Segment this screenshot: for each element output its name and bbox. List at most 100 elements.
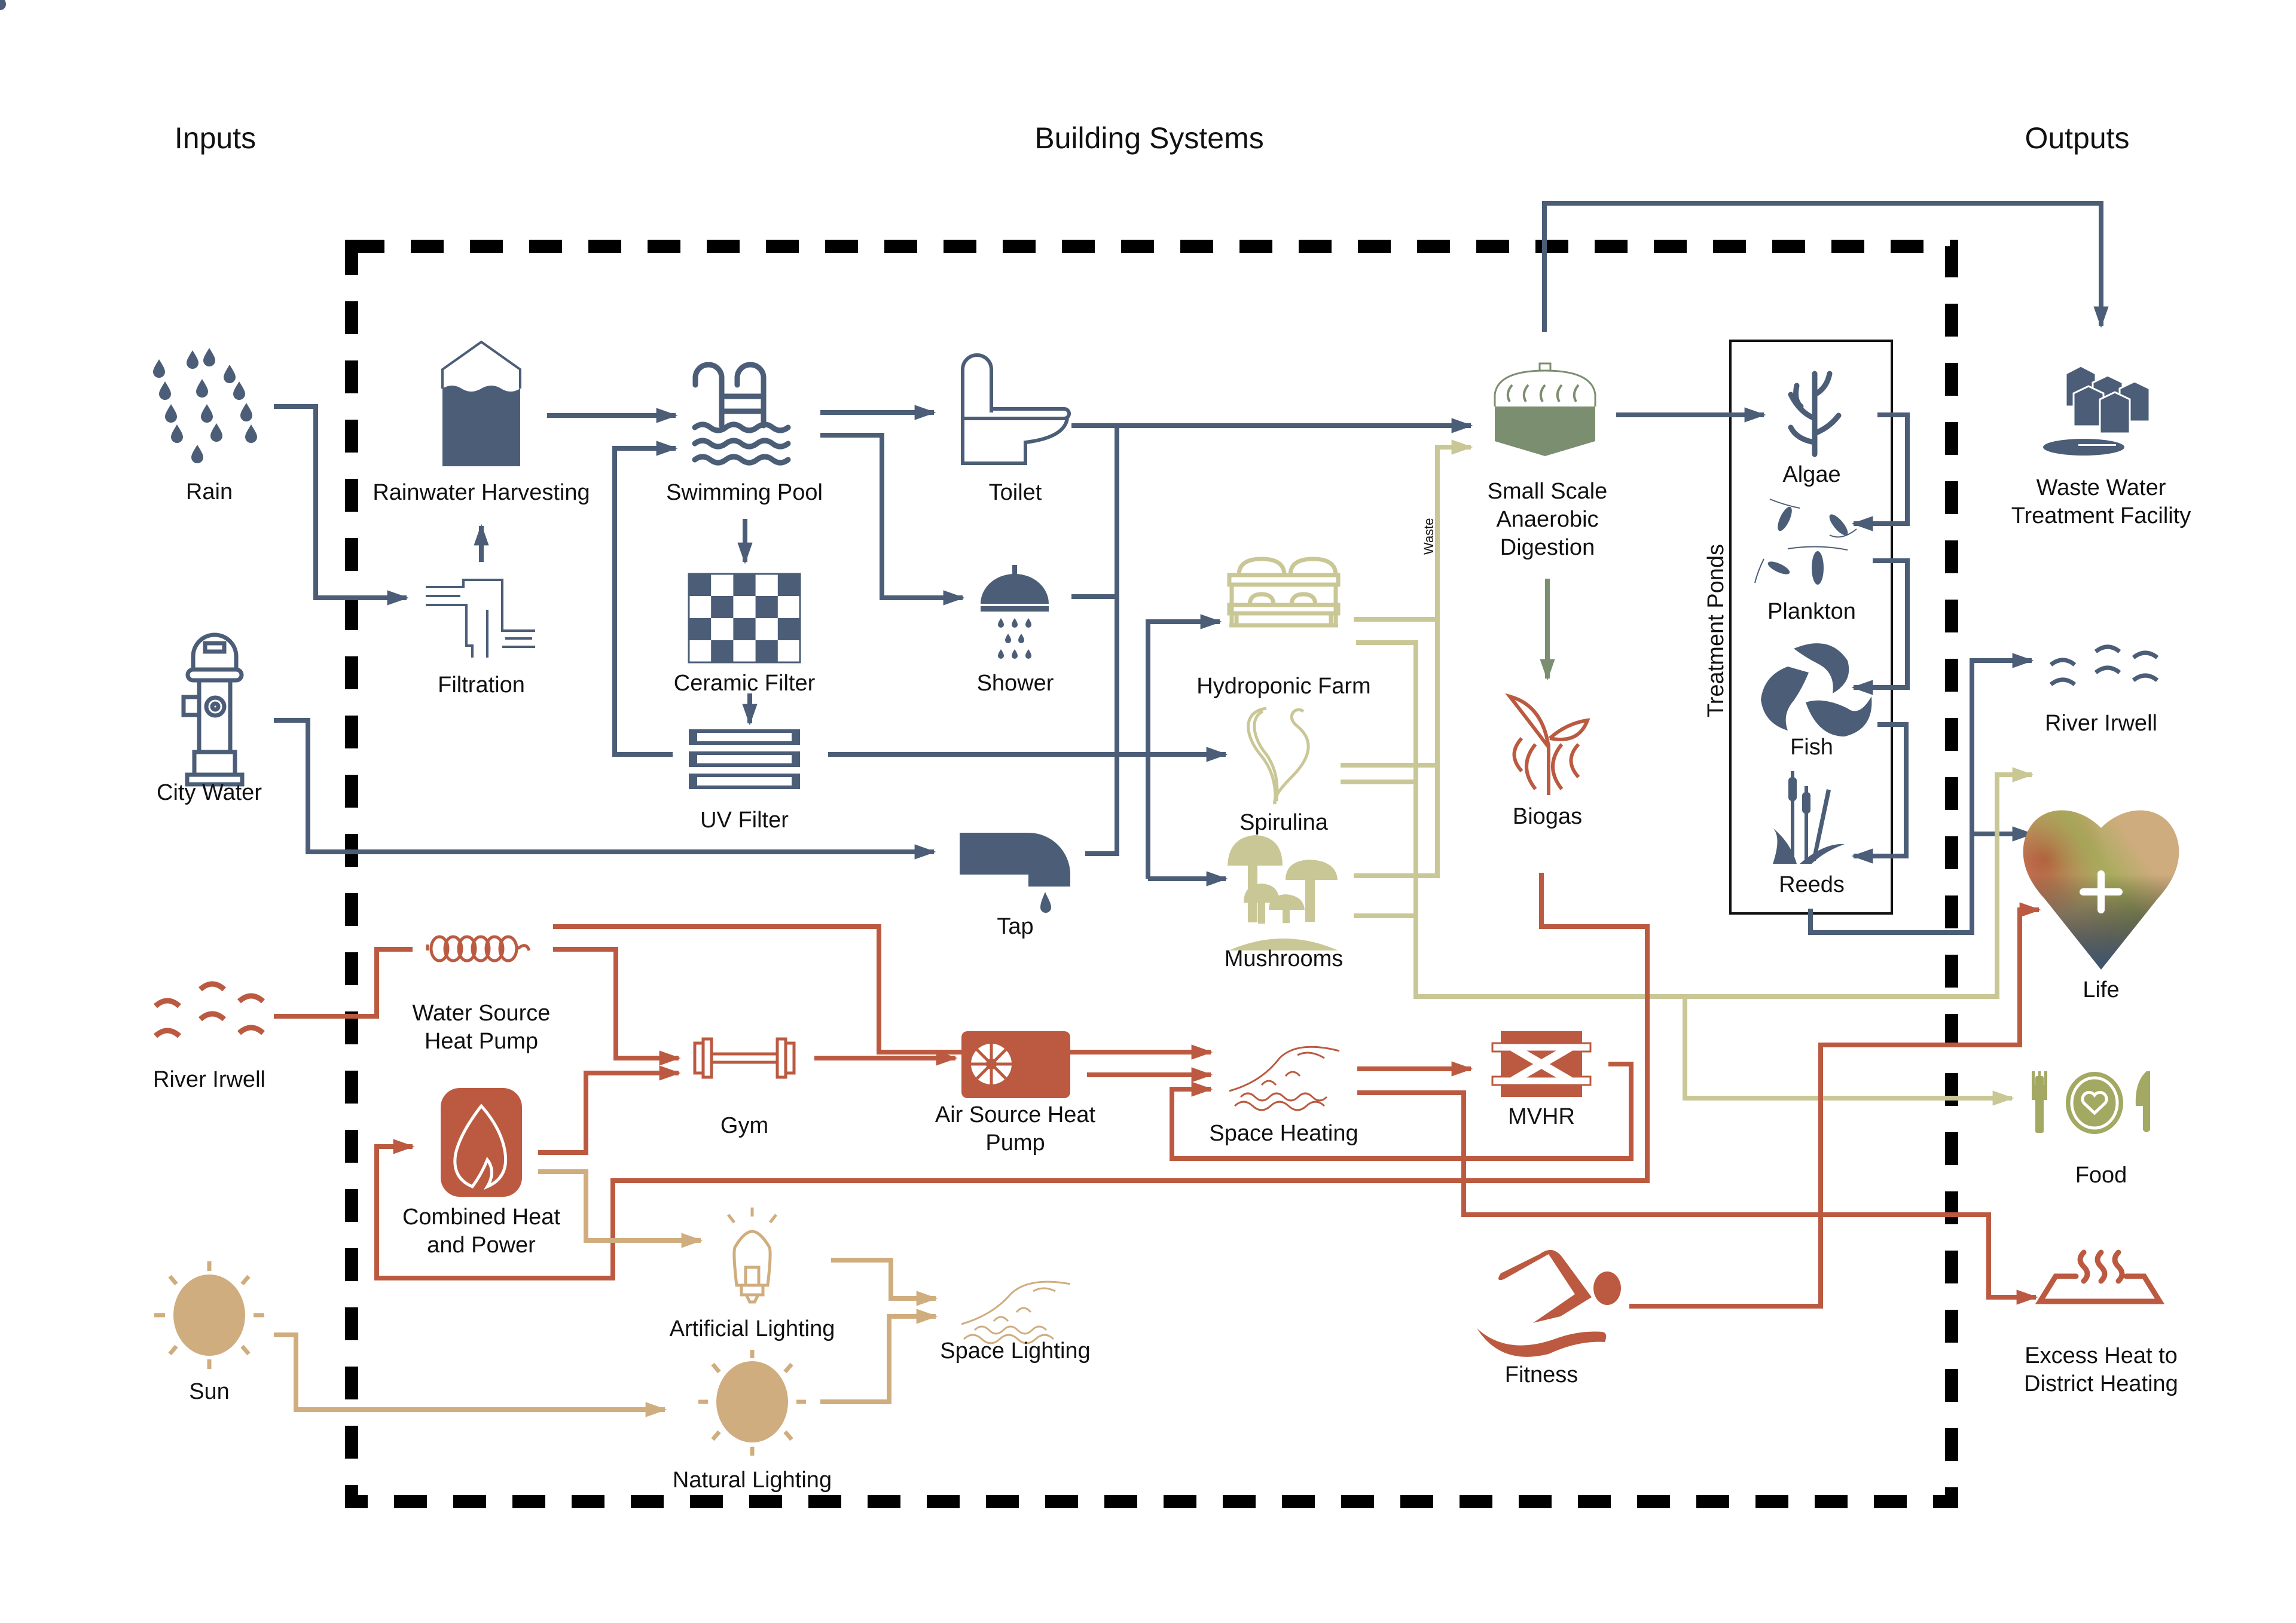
mushrooms-icon: [1228, 835, 1338, 950]
natural-lighting-label: Natural Lighting: [673, 1468, 832, 1493]
rain-drops-icon: [0, 0, 257, 463]
space-lighting-label: Space Lighting: [940, 1338, 1090, 1364]
output-life-label: Life: [2083, 977, 2119, 1002]
mushrooms-label: Mushrooms: [1225, 946, 1344, 971]
fan-unit-icon: [961, 1031, 1070, 1098]
spirulina-label: Spirulina: [1239, 810, 1329, 835]
flow-artificial-to-space-lighting: [831, 1258, 938, 1306]
flow-waste-to-digestion: [1354, 439, 1473, 622]
biogas-label: Biogas: [1513, 804, 1582, 829]
header-outputs: Outputs: [2025, 121, 2129, 155]
fire-hydrant-icon: [181, 632, 245, 787]
flow-city-water-to-tap: [274, 718, 936, 860]
biogas-sprout-icon: [1505, 693, 1590, 795]
water-flows: [274, 201, 2109, 935]
tap-icon: [960, 833, 1070, 913]
waste-flows: [1341, 439, 2034, 1106]
wshp-label-line-2: Heat Pump: [425, 1029, 538, 1054]
flow-mushrooms-waste: [1354, 619, 1440, 878]
rainwater-harvesting-label: Rainwater Harvesting: [373, 480, 590, 505]
chp-label-line-1: Combined Heat: [402, 1205, 560, 1230]
heart-plus-icon: [2023, 810, 2179, 970]
plankton-icon: [1754, 499, 1857, 585]
wwtf-label-line-2: Treatment Facility: [2011, 503, 2191, 528]
flow-digestion-to-wwtf: [1542, 201, 2109, 332]
space-heating-label: Space Heating: [1209, 1121, 1358, 1146]
flow-fish-to-reeds: [1851, 722, 1909, 864]
heat-waves-icon: [1229, 1046, 1340, 1111]
swimming-pool-label: Swimming Pool: [666, 480, 823, 505]
ashp-label-line-2: Pump: [985, 1130, 1045, 1156]
flow-algae-to-plankton: [1851, 412, 1910, 531]
artificial-lighting-label: Artificial Lighting: [670, 1316, 835, 1341]
coil-icon: [426, 935, 531, 962]
checker-filter-icon: [688, 573, 801, 664]
input-sun-label: Sun: [189, 1379, 230, 1404]
district-label-line-1: Excess Heat to: [2025, 1343, 2178, 1368]
flow-pool-to-shower: [820, 433, 965, 606]
flow-fitness-to-life: [1629, 902, 2041, 1309]
flow-plankton-to-fish: [1851, 558, 1910, 695]
light-flows: [274, 1169, 938, 1417]
digestion-label-line-2: Anaerobic: [1496, 507, 1598, 532]
flow-sun-to-natural-lighting: [274, 1332, 667, 1417]
flow-mvhr-to-space-heating: [1170, 1062, 1634, 1161]
waste-label: Waste: [1421, 518, 1436, 555]
flow-reeds-to-river: [1808, 653, 2034, 935]
filter-pipe-icon: [426, 579, 535, 658]
filtration-label: Filtration: [438, 673, 525, 698]
plate-cutlery-icon: [2032, 1071, 2150, 1134]
district-label-line-2: District Heating: [2024, 1371, 2178, 1396]
water-tank-icon: [441, 340, 521, 466]
flow-wshp-to-gym: [553, 947, 681, 1066]
output-river-irwell-label: River Irwell: [2045, 711, 2157, 736]
flow-produce-to-food: [1683, 997, 2014, 1106]
hydroponic-farm-label: Hydroponic Farm: [1196, 674, 1370, 699]
tap-label: Tap: [997, 914, 1033, 939]
header-inputs: Inputs: [175, 121, 256, 155]
mvhr-label: MVHR: [1508, 1104, 1575, 1129]
toilet-label: Toilet: [989, 480, 1042, 505]
treatment-ponds-box: [1729, 340, 1893, 915]
pond-reeds-label: Reeds: [1779, 872, 1845, 897]
treatment-ponds-label: Treatment Ponds: [1703, 544, 1729, 717]
gym-label: Gym: [720, 1113, 768, 1138]
river-waves-icon: [153, 981, 265, 1038]
swimmer-icon: [1477, 1249, 1621, 1357]
flow-biogas-to-chp: [374, 873, 1650, 1280]
light-bulb-icon: [727, 1208, 777, 1304]
pond-plankton-label: Plankton: [1767, 599, 1856, 624]
reeds-icon: [1773, 771, 1845, 864]
flow-rain-to-filtration: [274, 404, 409, 606]
header-building-systems: Building Systems: [1034, 121, 1264, 155]
pool-ladder-icon: [692, 362, 791, 466]
spirulina-icon: [1247, 707, 1310, 805]
flow-natural-to-space-lighting: [820, 1309, 938, 1404]
light-waves-icon: [961, 1280, 1071, 1344]
dumbbell-icon: [693, 1037, 796, 1079]
digester-tank-icon: [1494, 362, 1596, 456]
sun-icon: [154, 1261, 264, 1369]
flow-to-hydroponic: [1146, 614, 1222, 879]
input-city-water-label: City Water: [157, 780, 262, 805]
algae-icon: [1788, 371, 1842, 457]
digestion-label-line-3: Digestion: [1500, 535, 1595, 560]
river-waves-output-icon: [2049, 644, 2159, 686]
chp-label-line-2: and Power: [427, 1233, 536, 1258]
flow-space-heating-to-district: [1357, 1090, 2038, 1305]
toilet-icon: [961, 353, 1071, 465]
treatment-tanks-icon: [2043, 365, 2151, 456]
flow-river-to-wshp: [274, 947, 413, 1019]
flow-shower-to-digestion: [1071, 426, 1119, 599]
natural-sun-icon: [698, 1350, 806, 1456]
input-river-irwell-label: River Irwell: [153, 1067, 265, 1092]
mvhr-exchanger-icon: [1491, 1031, 1592, 1097]
fish-icon: [1761, 643, 1872, 736]
building-boundary: [345, 240, 1958, 1508]
flow-chp-to-gym: [538, 1065, 681, 1155]
input-rain-label: Rain: [186, 479, 233, 505]
shower-icon: [981, 565, 1049, 659]
digestion-label-line-1: Small Scale: [1488, 479, 1608, 504]
hydroponic-shelf-icon: [1227, 557, 1341, 628]
